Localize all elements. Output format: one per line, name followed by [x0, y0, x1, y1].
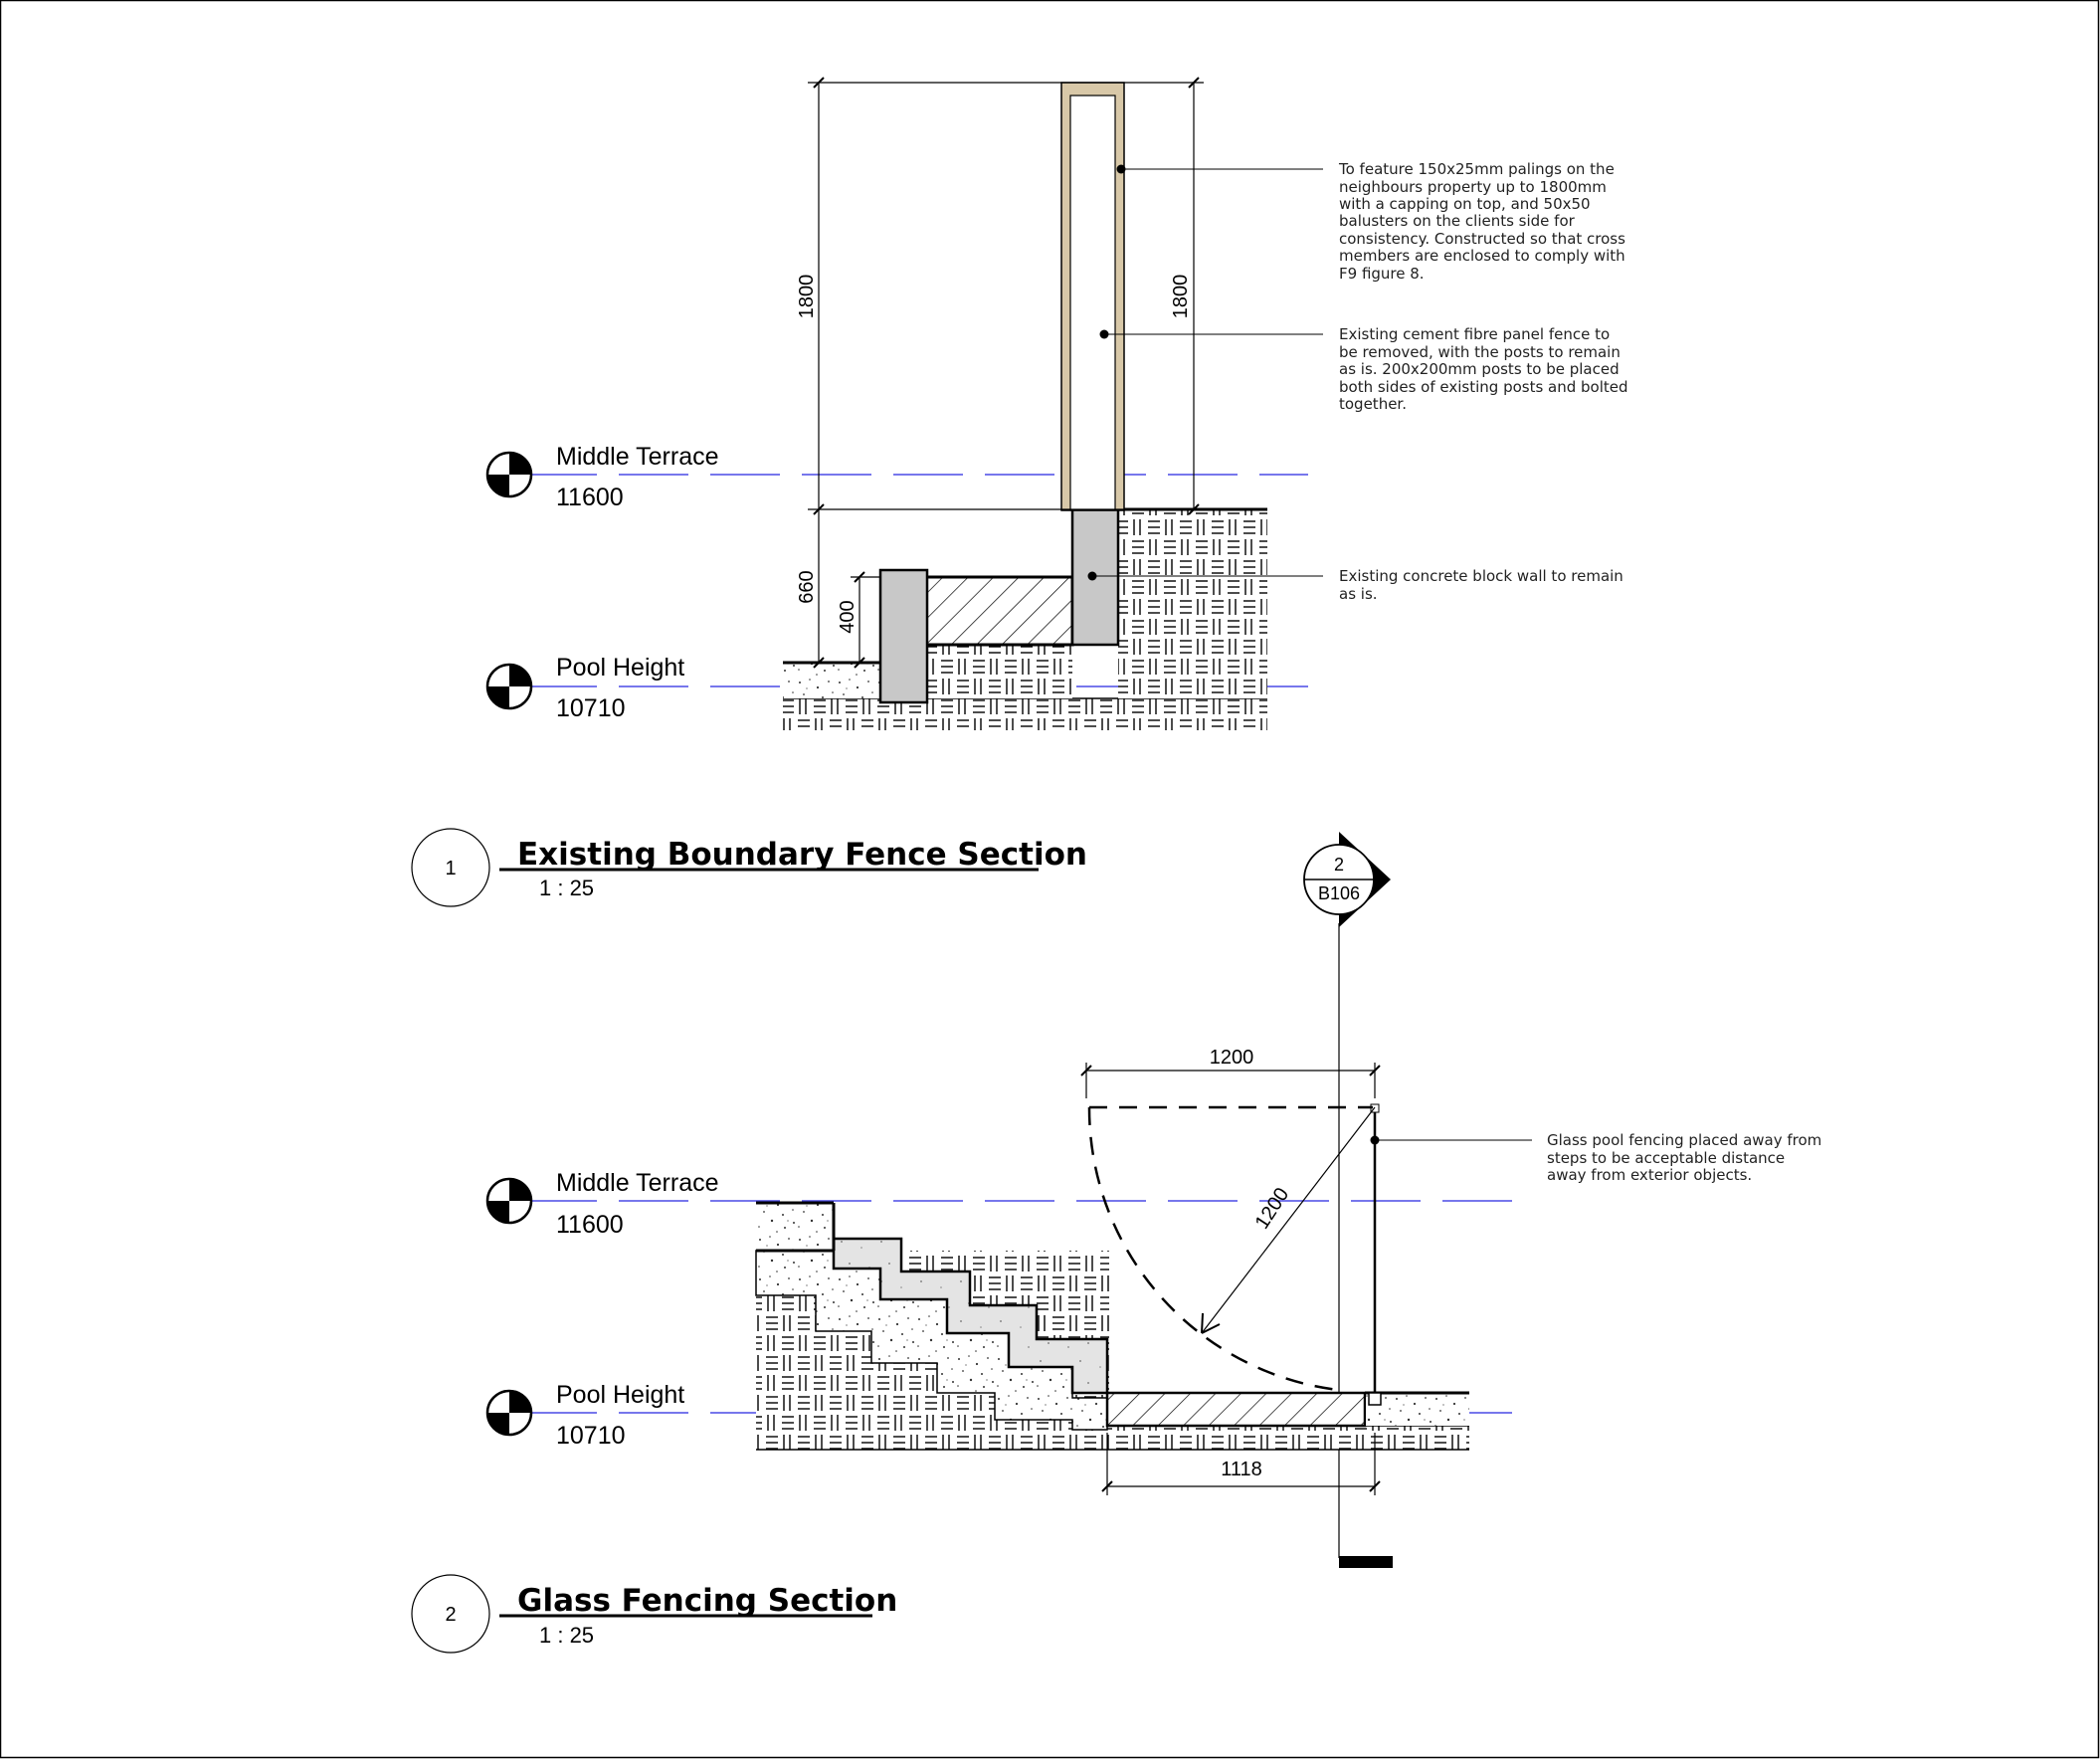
pavement-base: [783, 698, 1267, 730]
concrete-slab: [783, 663, 880, 698]
section-2-number-circle: [411, 1574, 490, 1654]
level-marker-pool-height-2: [485, 1389, 533, 1437]
dimension-radius: 1200: [1251, 1184, 1294, 1233]
dimension-wall-height: 660: [796, 570, 818, 603]
leader-dot-block-wall: [1087, 571, 1097, 581]
level-value-middle-terrace-1: 11600: [556, 484, 624, 511]
leader-dot-palings: [1116, 164, 1126, 174]
section-2-dimensions: [1080, 1063, 1381, 1495]
section-2-scale: 1 : 25: [539, 1623, 594, 1648]
terrace-slab: [756, 1203, 834, 1251]
section-1-number: 1: [445, 858, 456, 880]
section-2-drawing: [527, 1103, 1512, 1451]
section-1-scale: 1 : 25: [539, 876, 594, 900]
hatched-path: [1105, 1391, 1367, 1428]
stair-treads: [832, 1237, 1109, 1395]
section-1-number-circle: [411, 828, 490, 907]
section-1-title: Existing Boundary Fence Section: [517, 837, 1087, 873]
level-marker-middle-terrace-2: [485, 1177, 533, 1225]
dimension-top-width: 1200: [1210, 1047, 1254, 1069]
section-cut-end: [1339, 1556, 1393, 1568]
retained-soil-upper: [1118, 509, 1267, 698]
pool-edge-concrete: [1365, 1393, 1469, 1426]
leader-dot-glass-fence: [1370, 1135, 1380, 1145]
leader-dot-fibre-fence: [1099, 329, 1109, 339]
note-block-wall: Existing concrete block wall to remain a…: [1339, 567, 1628, 603]
section-2-title: Glass Fencing Section: [517, 1583, 897, 1619]
dimension-bottom-width: 1118: [1221, 1459, 1262, 1480]
level-name-middle-terrace-2: Middle Terrace: [556, 1169, 719, 1197]
level-marker-middle-terrace-1: [485, 451, 533, 498]
dimension-fence-height-left: 1800: [796, 275, 818, 319]
block-wall-front: [878, 568, 929, 704]
level-value-pool-height-1: 10710: [556, 694, 626, 722]
level-value-pool-height-2: 10710: [556, 1422, 626, 1450]
hatched-fill: [923, 575, 1074, 647]
section-marker-sheet: B106: [1318, 883, 1360, 903]
level-value-middle-terrace-2: 11600: [556, 1211, 624, 1239]
section-2-number: 2: [445, 1604, 456, 1626]
note-fibre-fence: Existing cement fibre panel fence to be …: [1339, 325, 1632, 413]
clearance-arc: [1087, 1105, 1373, 1392]
section-marker: [1303, 832, 1391, 927]
dimension-step-height: 400: [837, 600, 859, 633]
dimension-fence-height-right: 1800: [1170, 275, 1192, 319]
level-name-pool-height-2: Pool Height: [556, 1381, 684, 1409]
level-name-middle-terrace-1: Middle Terrace: [556, 443, 719, 471]
section-marker-number: 2: [1334, 855, 1344, 875]
level-marker-pool-height-1: [485, 663, 533, 710]
level-name-pool-height-1: Pool Height: [556, 654, 684, 682]
note-glass-fence: Glass pool fencing placed away from step…: [1547, 1131, 1826, 1184]
section-1-leaders: [1092, 168, 1323, 577]
retained-soil: [925, 645, 1072, 698]
section-1-dimensions: [808, 77, 1204, 669]
glass-fence-footing: [1368, 1392, 1382, 1406]
pavement-base-2: [1109, 1426, 1469, 1450]
note-palings: To feature 150x25mm palings on the neigh…: [1338, 160, 1630, 283]
section-1-drawing: [527, 82, 1308, 730]
